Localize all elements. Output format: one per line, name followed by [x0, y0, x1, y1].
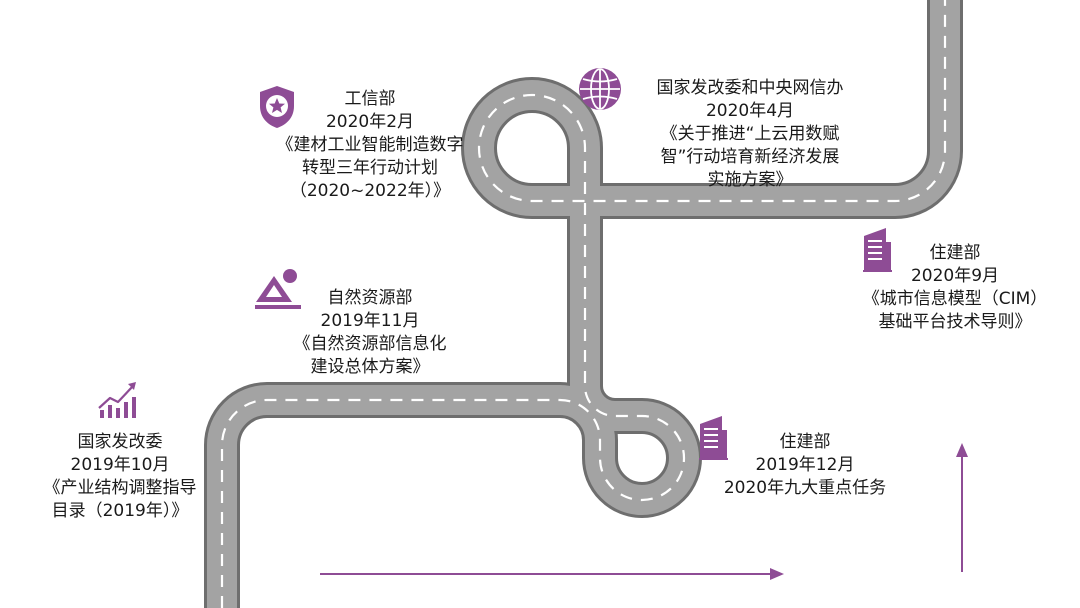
- mountain-sun-icon: [255, 269, 301, 309]
- milestone-mnr-2019-11: 自然资源部 2019年11月 《自然资源部信息化 建设总体方案》: [270, 287, 470, 379]
- document-title-line: 《关于推进“上云用数赋: [660, 124, 840, 144]
- document-title-line: 2020年九大重点任务: [723, 478, 887, 498]
- horizontal-arrow: [320, 568, 784, 580]
- globe-icon: [579, 68, 621, 110]
- document-title-line: 《建材工业智能制造数字: [276, 135, 464, 155]
- milestone-ndrc-cac-2020-04: 国家发改委和中央网信办 2020年4月 《关于推进“上云用数赋 智”行动培育新经…: [625, 77, 875, 192]
- building-icon: [863, 228, 892, 272]
- document-title-line: 基础平台技术导则》: [878, 312, 1032, 332]
- document-title-line: 《城市信息模型（CIM）: [862, 289, 1048, 309]
- agency-label: 住建部: [929, 243, 981, 263]
- milestone-miit-2020-02: 工信部 2020年2月 《建材工业智能制造数字 转型三年行动计划 （2020~2…: [235, 88, 505, 203]
- milestone-ndrc-2019-10: 国家发改委 2019年10月 《产业结构调整指导 目录（2019年）》: [20, 431, 220, 523]
- document-title-line: 转型三年行动计划: [302, 158, 438, 178]
- date-label: 2019年10月: [70, 455, 170, 475]
- building-icon: [699, 416, 728, 460]
- document-title-line: 建设总体方案》: [310, 357, 430, 377]
- document-title-line: 智”行动培育新经济发展: [660, 147, 840, 167]
- road-lane-markings: [220, 0, 947, 608]
- document-title-line: 《自然资源部信息化: [293, 334, 447, 354]
- document-title-line: （2020~2022年）》: [289, 181, 451, 201]
- vertical-arrow: [956, 443, 968, 572]
- milestone-mohurd-2020-09: 住建部 2020年9月 《城市信息模型（CIM） 基础平台技术导则》: [840, 242, 1070, 334]
- agency-label: 工信部: [344, 89, 396, 109]
- agency-label: 国家发改委: [77, 432, 163, 452]
- agency-label: 国家发改委和中央网信办: [656, 78, 844, 98]
- document-title-line: 《产业结构调整指导: [43, 478, 197, 498]
- date-label: 2020年2月: [325, 112, 415, 132]
- milestone-mohurd-2019-12: 住建部 2019年12月 2020年九大重点任务: [700, 431, 910, 500]
- shield-star-icon: [260, 86, 294, 128]
- growth-chart-icon: [98, 382, 136, 418]
- date-label: 2020年4月: [705, 101, 795, 121]
- document-title-line: 实施方案》: [707, 170, 793, 190]
- date-label: 2019年12月: [755, 455, 855, 475]
- agency-label: 自然资源部: [327, 288, 413, 308]
- date-label: 2020年9月: [910, 266, 1000, 286]
- document-title-line: 目录（2019年）》: [51, 501, 189, 521]
- agency-label: 住建部: [779, 432, 831, 452]
- date-label: 2019年11月: [320, 311, 420, 331]
